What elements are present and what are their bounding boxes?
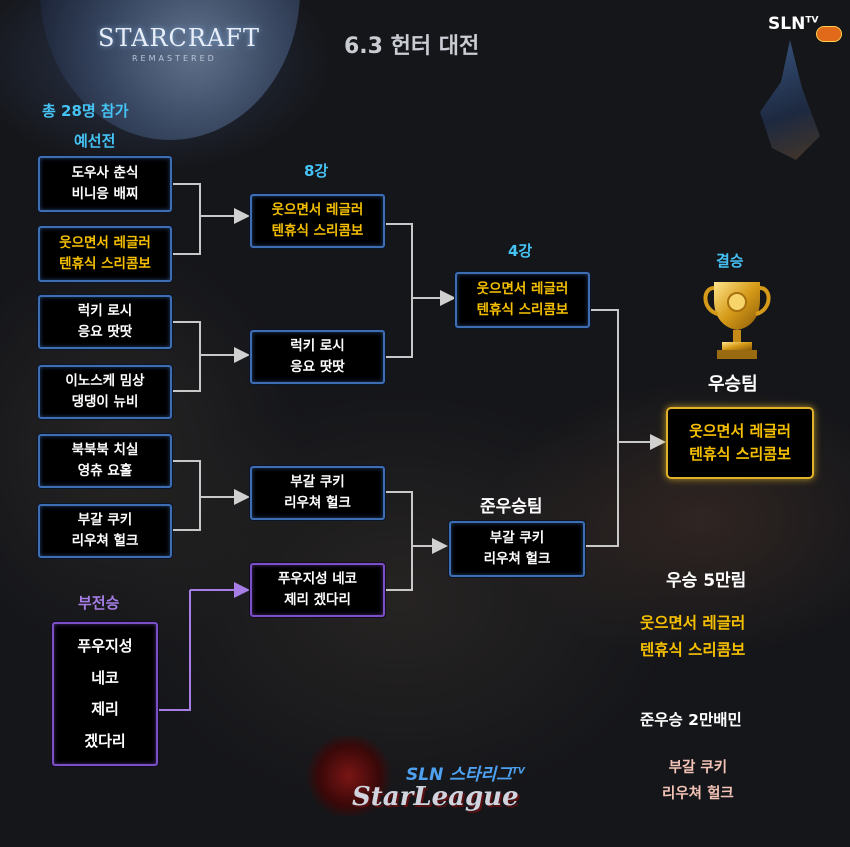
semifinal-label: 4강 — [508, 242, 533, 260]
sf-1-team-b: 텐휴식 스리콤보 — [476, 302, 569, 318]
sln-tv-logo-text: SLN — [768, 14, 806, 34]
prelim-match-6: 부갈 쿠키 리우쳐 헐크 — [38, 504, 172, 558]
quarterfinal-label: 8강 — [304, 162, 329, 180]
champion-team-b: 텐휴식 스리콤보 — [689, 445, 791, 463]
line-qf2 — [385, 298, 413, 358]
starleague-tv-sup: TV — [511, 766, 525, 777]
prelim-1-team-a: 도우사 춘식 — [71, 165, 139, 182]
sln-tv-logo-sup: TV — [805, 15, 819, 26]
line-prelim6 — [172, 497, 201, 531]
prelim-2-team-b: 텐휴식 스리콤보 — [59, 256, 151, 272]
prelim-5-team-b: 영츄 요홀 — [77, 463, 133, 479]
line-bye — [158, 590, 191, 711]
qf-1-team-b: 텐휴식 스리콤보 — [271, 223, 364, 239]
sln-badge-icon — [816, 26, 842, 42]
dragon-logo-icon — [304, 736, 394, 816]
runner-up-team-label: 준우승팀 — [480, 497, 543, 517]
line-prelim1 — [172, 183, 214, 217]
qf-1-team-a: 웃으면서 레글러 — [271, 202, 364, 219]
quarterfinal-2: 럭키 로시 응요 땃땃 — [250, 330, 385, 384]
line-prelim2 — [172, 216, 201, 255]
qf-3-team-a: 부갈 쿠키 — [290, 474, 345, 491]
champion-team-label: 우승팀 — [708, 374, 758, 395]
second-prize-team-a: 부갈 쿠키 — [668, 760, 728, 776]
trophy-icon — [703, 282, 771, 359]
sln-starleague-logo: SLN 스타리그TV — [406, 760, 525, 785]
line-sf1 — [590, 309, 619, 442]
prelim-6-team-a: 부갈 쿠키 — [77, 512, 133, 529]
line-prelim5 — [172, 460, 201, 497]
page-title: 6.3 헌터 대전 — [344, 34, 480, 59]
quarterfinal-3: 부갈 쿠키 리우쳐 헐크 — [250, 466, 385, 520]
semifinal-2: 부갈 쿠키 리우쳐 헐크 — [449, 521, 585, 577]
bye-line-3: 제리 — [91, 700, 119, 718]
prelim-5-team-a: 북북북 치실 — [71, 442, 139, 459]
qf-2-team-b: 응요 땃땃 — [290, 359, 345, 375]
sf-2-team-b: 리우쳐 헐크 — [483, 551, 551, 567]
prelim-match-1: 도우사 춘식 비니응 배찌 — [38, 156, 172, 212]
bye-line-4: 겠다리 — [84, 731, 126, 750]
sln-footer-text: SLN — [406, 765, 444, 785]
prelim-match-2: 웃으면서 레글러 텐휴식 스리콤보 — [38, 226, 172, 282]
quarterfinal-4: 푸우지성 네코 제리 겠다리 — [250, 563, 385, 617]
prelim-4-team-a: 이노스케 밈상 — [65, 373, 145, 390]
prelim-3-team-b: 응요 땃땃 — [77, 324, 133, 340]
prelim-4-team-b: 댕댕이 뉴비 — [71, 394, 139, 410]
starcraft-logo-sub: REMASTERED — [132, 54, 217, 63]
second-prize-winner: 부갈 쿠키 리우쳐 헐크 — [662, 755, 734, 807]
qf-4-team-a: 푸우지성 네코 — [277, 571, 358, 588]
starcraft-logo: STARCRAFT — [98, 24, 260, 52]
prelim-match-3: 럭키 로시 응요 땃땃 — [38, 295, 172, 349]
bye-team-box: 푸우지성 네코 제리 겠다리 — [52, 622, 158, 766]
first-prize-title: 우승 5만림 — [666, 571, 747, 591]
prelim-match-5: 북북북 치실 영츄 요홀 — [38, 434, 172, 488]
first-prize-team-b: 텐휴식 스리콤보 — [640, 641, 746, 660]
second-prize-team-b: 리우쳐 헐크 — [662, 786, 734, 803]
qf-4-team-b: 제리 겠다리 — [284, 592, 351, 608]
first-prize-team-a: 웃으면서 레글러 — [640, 614, 746, 632]
line-qf4 — [385, 546, 413, 591]
participants-label: 총 28명 참가 — [42, 102, 129, 120]
prelim-1-team-b: 비니응 배찌 — [71, 186, 139, 202]
line-qf1 — [385, 223, 413, 298]
prelim-2-team-a: 웃으면서 레글러 — [59, 235, 151, 252]
second-prize-title: 준우승 2만배민 — [640, 711, 742, 729]
prelim-label: 예선전 — [74, 132, 116, 150]
qf-2-team-a: 럭키 로시 — [290, 338, 345, 355]
champion-team-a: 웃으면서 레글러 — [689, 421, 791, 440]
bye-line-1: 푸우지성 — [77, 637, 133, 655]
bye-line-2: 네코 — [91, 668, 119, 687]
final-label: 결승 — [716, 252, 744, 270]
starleague-wordmark: StarLeague — [352, 782, 519, 812]
prelim-3-team-a: 럭키 로시 — [77, 303, 133, 320]
qf-3-team-b: 리우쳐 헐크 — [284, 495, 351, 511]
line-prelim4 — [172, 355, 201, 392]
prelim-match-4: 이노스케 밈상 댕댕이 뉴비 — [38, 365, 172, 419]
semifinal-1: 웃으면서 레글러 텐휴식 스리콤보 — [455, 272, 590, 328]
quarterfinal-1: 웃으면서 레글러 텐휴식 스리콤보 — [250, 194, 385, 248]
first-prize-winner: 웃으면서 레글러 텐휴식 스리콤보 — [640, 610, 745, 664]
starleague-kr-text: 스타리그 — [449, 765, 512, 785]
sln-tv-logo: SLNTV — [768, 14, 818, 34]
line-qf3 — [385, 491, 413, 546]
sf-2-team-a: 부갈 쿠키 — [489, 530, 545, 547]
line-sf2 — [585, 442, 619, 547]
sf-1-team-a: 웃으면서 레글러 — [476, 281, 569, 298]
champion-box: 웃으면서 레글러 텐휴식 스리콤보 — [666, 407, 814, 479]
line-prelim3 — [172, 321, 201, 355]
prelim-6-team-b: 리우쳐 헐크 — [71, 533, 139, 549]
bye-label: 부전승 — [78, 594, 120, 612]
